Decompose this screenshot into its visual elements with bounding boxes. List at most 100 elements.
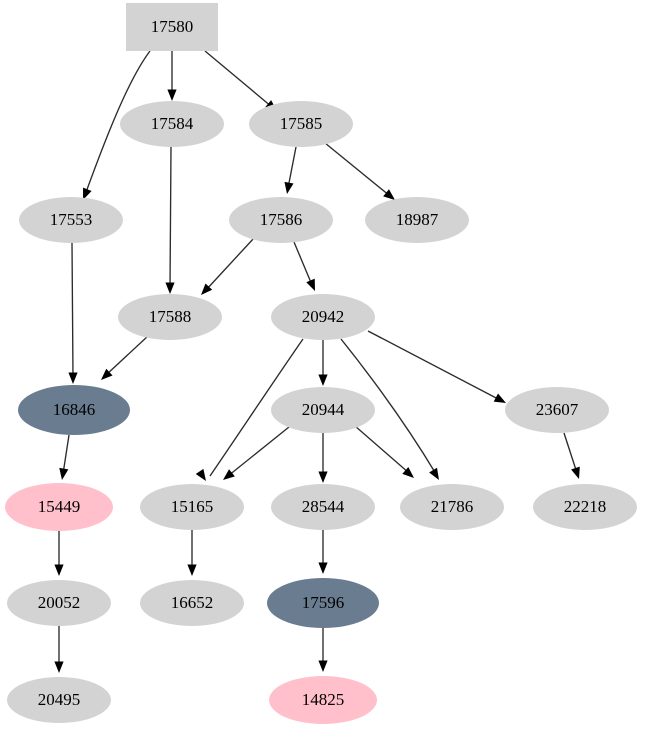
arrowhead-icon xyxy=(318,374,328,386)
edge-line xyxy=(227,426,290,477)
graph-edge xyxy=(101,335,149,380)
edge-line xyxy=(340,338,437,475)
graph-node[interactable]: 17596 xyxy=(267,578,379,628)
node-ellipse-shape[interactable] xyxy=(267,578,379,628)
arrowhead-icon xyxy=(83,187,92,200)
node-ellipse-shape[interactable] xyxy=(271,294,375,340)
graph-edge xyxy=(167,51,177,101)
graph-node[interactable]: 17553 xyxy=(19,197,123,243)
graph-edge xyxy=(54,626,64,673)
graph-edge xyxy=(187,530,197,576)
edge-line xyxy=(293,241,313,286)
node-ellipse-shape[interactable] xyxy=(118,294,222,340)
node-ellipse-shape[interactable] xyxy=(269,676,377,724)
arrowhead-icon xyxy=(187,564,197,576)
arrowhead-icon xyxy=(493,393,506,403)
node-ellipse-shape[interactable] xyxy=(271,387,375,433)
edge-line xyxy=(62,434,70,475)
arrowhead-icon xyxy=(383,189,395,200)
graph-node[interactable]: 17586 xyxy=(229,197,333,243)
node-ellipse-shape[interactable] xyxy=(19,197,123,243)
graph-edge xyxy=(293,241,315,291)
edge-line xyxy=(204,50,273,108)
graph-node[interactable]: 17580 xyxy=(126,3,218,51)
graph-edge xyxy=(340,338,439,480)
graph-edge xyxy=(318,628,328,672)
node-ellipse-shape[interactable] xyxy=(400,484,504,530)
graph-node[interactable]: 16846 xyxy=(18,385,130,435)
arrowhead-icon xyxy=(223,469,235,480)
graph-node[interactable]: 17588 xyxy=(118,294,222,340)
graph-edge xyxy=(68,242,78,384)
edge-line xyxy=(105,335,149,376)
graph-node[interactable]: 28544 xyxy=(271,484,375,530)
node-ellipse-shape[interactable] xyxy=(533,484,637,530)
node-ellipse-shape[interactable] xyxy=(271,484,375,530)
edge-layer xyxy=(54,50,580,673)
graph-edge xyxy=(318,530,328,574)
arrowhead-icon xyxy=(165,282,175,294)
node-ellipse-shape[interactable] xyxy=(5,483,113,531)
edge-line xyxy=(563,432,578,474)
node-ellipse-shape[interactable] xyxy=(140,580,244,626)
arrowhead-icon xyxy=(54,661,64,673)
graph-edge xyxy=(563,432,580,479)
node-ellipse-shape[interactable] xyxy=(229,197,333,243)
edge-line xyxy=(169,146,172,289)
edge-line xyxy=(84,50,151,196)
graph-edge xyxy=(324,142,395,200)
node-ellipse-shape[interactable] xyxy=(7,580,111,626)
node-ellipse-shape[interactable] xyxy=(365,197,469,243)
graph-edge xyxy=(195,338,304,481)
arrowhead-icon xyxy=(429,467,439,480)
graph-node[interactable]: 15165 xyxy=(140,484,244,530)
edge-line xyxy=(324,142,391,197)
arrowhead-icon xyxy=(402,466,414,478)
graph-node[interactable]: 16652 xyxy=(140,580,244,626)
graph-node[interactable]: 20942 xyxy=(271,294,375,340)
node-ellipse-shape[interactable] xyxy=(120,101,224,147)
arrowhead-icon xyxy=(101,368,113,380)
arrowhead-icon xyxy=(54,564,64,576)
arrowhead-icon xyxy=(68,372,78,384)
graph-node[interactable]: 17585 xyxy=(249,101,353,147)
graph-edge xyxy=(201,237,255,295)
graph-edge xyxy=(59,434,70,480)
node-box-shape[interactable] xyxy=(126,3,218,51)
graph-edge xyxy=(83,50,151,200)
arrowhead-icon xyxy=(201,283,213,295)
arrowhead-icon xyxy=(306,278,315,291)
graph-node[interactable]: 23607 xyxy=(505,387,609,433)
arrowhead-icon xyxy=(284,181,294,194)
node-ellipse-shape[interactable] xyxy=(505,387,609,433)
graph-node[interactable]: 20944 xyxy=(271,387,375,433)
graph-edge xyxy=(318,340,328,386)
arrowhead-icon xyxy=(318,471,328,483)
graph-node[interactable]: 20495 xyxy=(7,677,111,723)
edge-line xyxy=(287,146,297,189)
arrowhead-icon xyxy=(59,467,69,480)
graph-node[interactable]: 20052 xyxy=(7,580,111,626)
graph-edge xyxy=(284,146,297,194)
arrowhead-icon xyxy=(195,468,206,481)
node-ellipse-shape[interactable] xyxy=(249,101,353,147)
arrowhead-icon xyxy=(571,466,580,479)
graph-node[interactable]: 21786 xyxy=(400,484,504,530)
edge-line xyxy=(71,242,74,379)
graph-node[interactable]: 17584 xyxy=(120,101,224,147)
arrowhead-icon xyxy=(318,660,328,672)
node-ellipse-shape[interactable] xyxy=(7,677,111,723)
edge-line xyxy=(367,330,501,401)
node-ellipse-shape[interactable] xyxy=(18,385,130,435)
node-ellipse-shape[interactable] xyxy=(140,484,244,530)
graph-node[interactable]: 15449 xyxy=(5,483,113,531)
graph-node[interactable]: 14825 xyxy=(269,676,377,724)
graph-edge xyxy=(354,425,414,478)
arrowhead-icon xyxy=(318,562,328,574)
graph-edge xyxy=(54,531,64,576)
graph-node[interactable]: 22218 xyxy=(533,484,637,530)
edge-line xyxy=(209,338,304,477)
edge-line xyxy=(354,425,410,474)
graph-node[interactable]: 18987 xyxy=(365,197,469,243)
